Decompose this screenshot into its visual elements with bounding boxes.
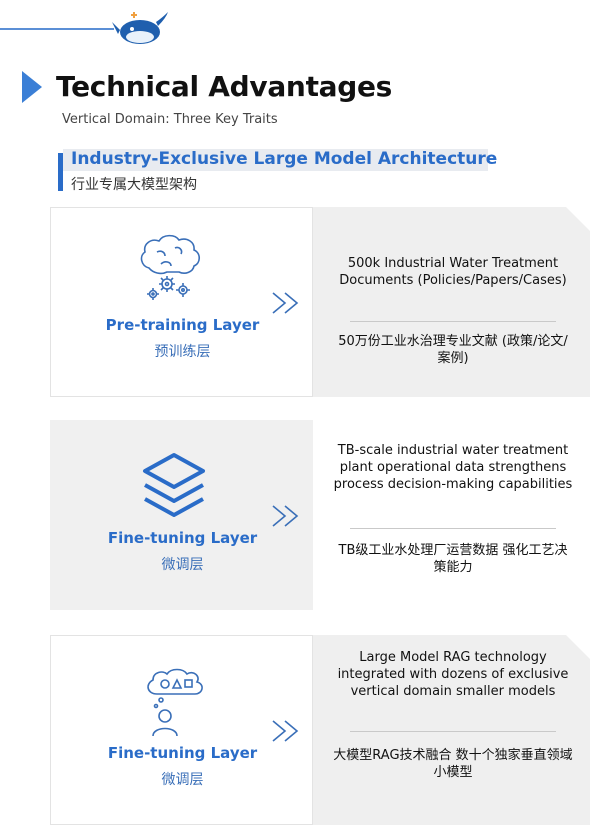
description-en: Large Model RAG technology integrated wi… bbox=[337, 650, 569, 699]
whale-mascot-icon bbox=[112, 12, 168, 44]
card-right-panel bbox=[313, 207, 590, 397]
section-header: Industry-Exclusive Large Model Architect… bbox=[58, 149, 497, 193]
section-title-background bbox=[63, 149, 488, 171]
user-thought-icon bbox=[147, 668, 203, 737]
description-cn: 50万份工业水治理专业文献 (政策/论文/案例) bbox=[338, 334, 568, 366]
corner-fold bbox=[566, 635, 590, 659]
layers-icon bbox=[143, 453, 205, 517]
brain-gears-icon bbox=[140, 234, 201, 300]
double-chevron-icon bbox=[272, 292, 299, 314]
page-subtitle: Vertical Domain: Three Key Traits bbox=[62, 112, 278, 127]
layer-label-cn: 微调层 bbox=[161, 557, 204, 573]
corner-fold bbox=[566, 420, 590, 444]
card-left-panel: Fine-tuning Layer 微调层 bbox=[50, 635, 313, 825]
card-right-panel bbox=[313, 635, 590, 825]
card-left-panel: Fine-tuning Layer 微调层 bbox=[50, 420, 313, 610]
card-right-panel bbox=[313, 420, 590, 610]
description-en: TB-scale industrial water treatment plan… bbox=[333, 443, 573, 492]
description-divider bbox=[350, 321, 556, 322]
layer-label-en: Pre-training Layer bbox=[105, 316, 260, 334]
title-triangle-icon bbox=[22, 70, 42, 103]
double-chevron-icon bbox=[272, 720, 299, 742]
description-en: 500k Industrial Water Treatment Document… bbox=[339, 256, 567, 288]
header-divider-line bbox=[0, 28, 114, 30]
description-divider bbox=[350, 528, 556, 529]
card-finetuning: Fine-tuning Layer 微调层 TB-scale industria… bbox=[50, 420, 590, 610]
card-rag: Fine-tuning Layer 微调层 Large Model RAG te… bbox=[50, 635, 590, 825]
page-title: Technical Advantages bbox=[56, 70, 393, 103]
description-cn: TB级工业水处理厂运营数据 强化工艺决策能力 bbox=[338, 543, 568, 575]
card-pretraining: Pre-training Layer 预训练层 500k Industrial … bbox=[50, 207, 590, 397]
layer-label-cn: 微调层 bbox=[161, 772, 204, 788]
layer-label-cn: 预训练层 bbox=[154, 344, 211, 360]
layer-label-en: Fine-tuning Layer bbox=[107, 529, 258, 547]
section-accent-bar bbox=[58, 153, 63, 191]
title-row: Technical Advantages bbox=[22, 70, 392, 103]
description-divider bbox=[350, 731, 556, 732]
corner-fold bbox=[566, 207, 590, 231]
section-title-cn: 行业专属大模型架构 bbox=[71, 177, 197, 193]
card-left-panel: Pre-training Layer 预训练层 bbox=[50, 207, 313, 397]
section-title-en: Industry-Exclusive Large Model Architect… bbox=[71, 149, 498, 169]
description-cn: 大模型RAG技术融合 数十个独家垂直领域小模型 bbox=[333, 748, 573, 780]
layer-label-en: Fine-tuning Layer bbox=[107, 744, 258, 762]
double-chevron-icon bbox=[272, 505, 299, 527]
